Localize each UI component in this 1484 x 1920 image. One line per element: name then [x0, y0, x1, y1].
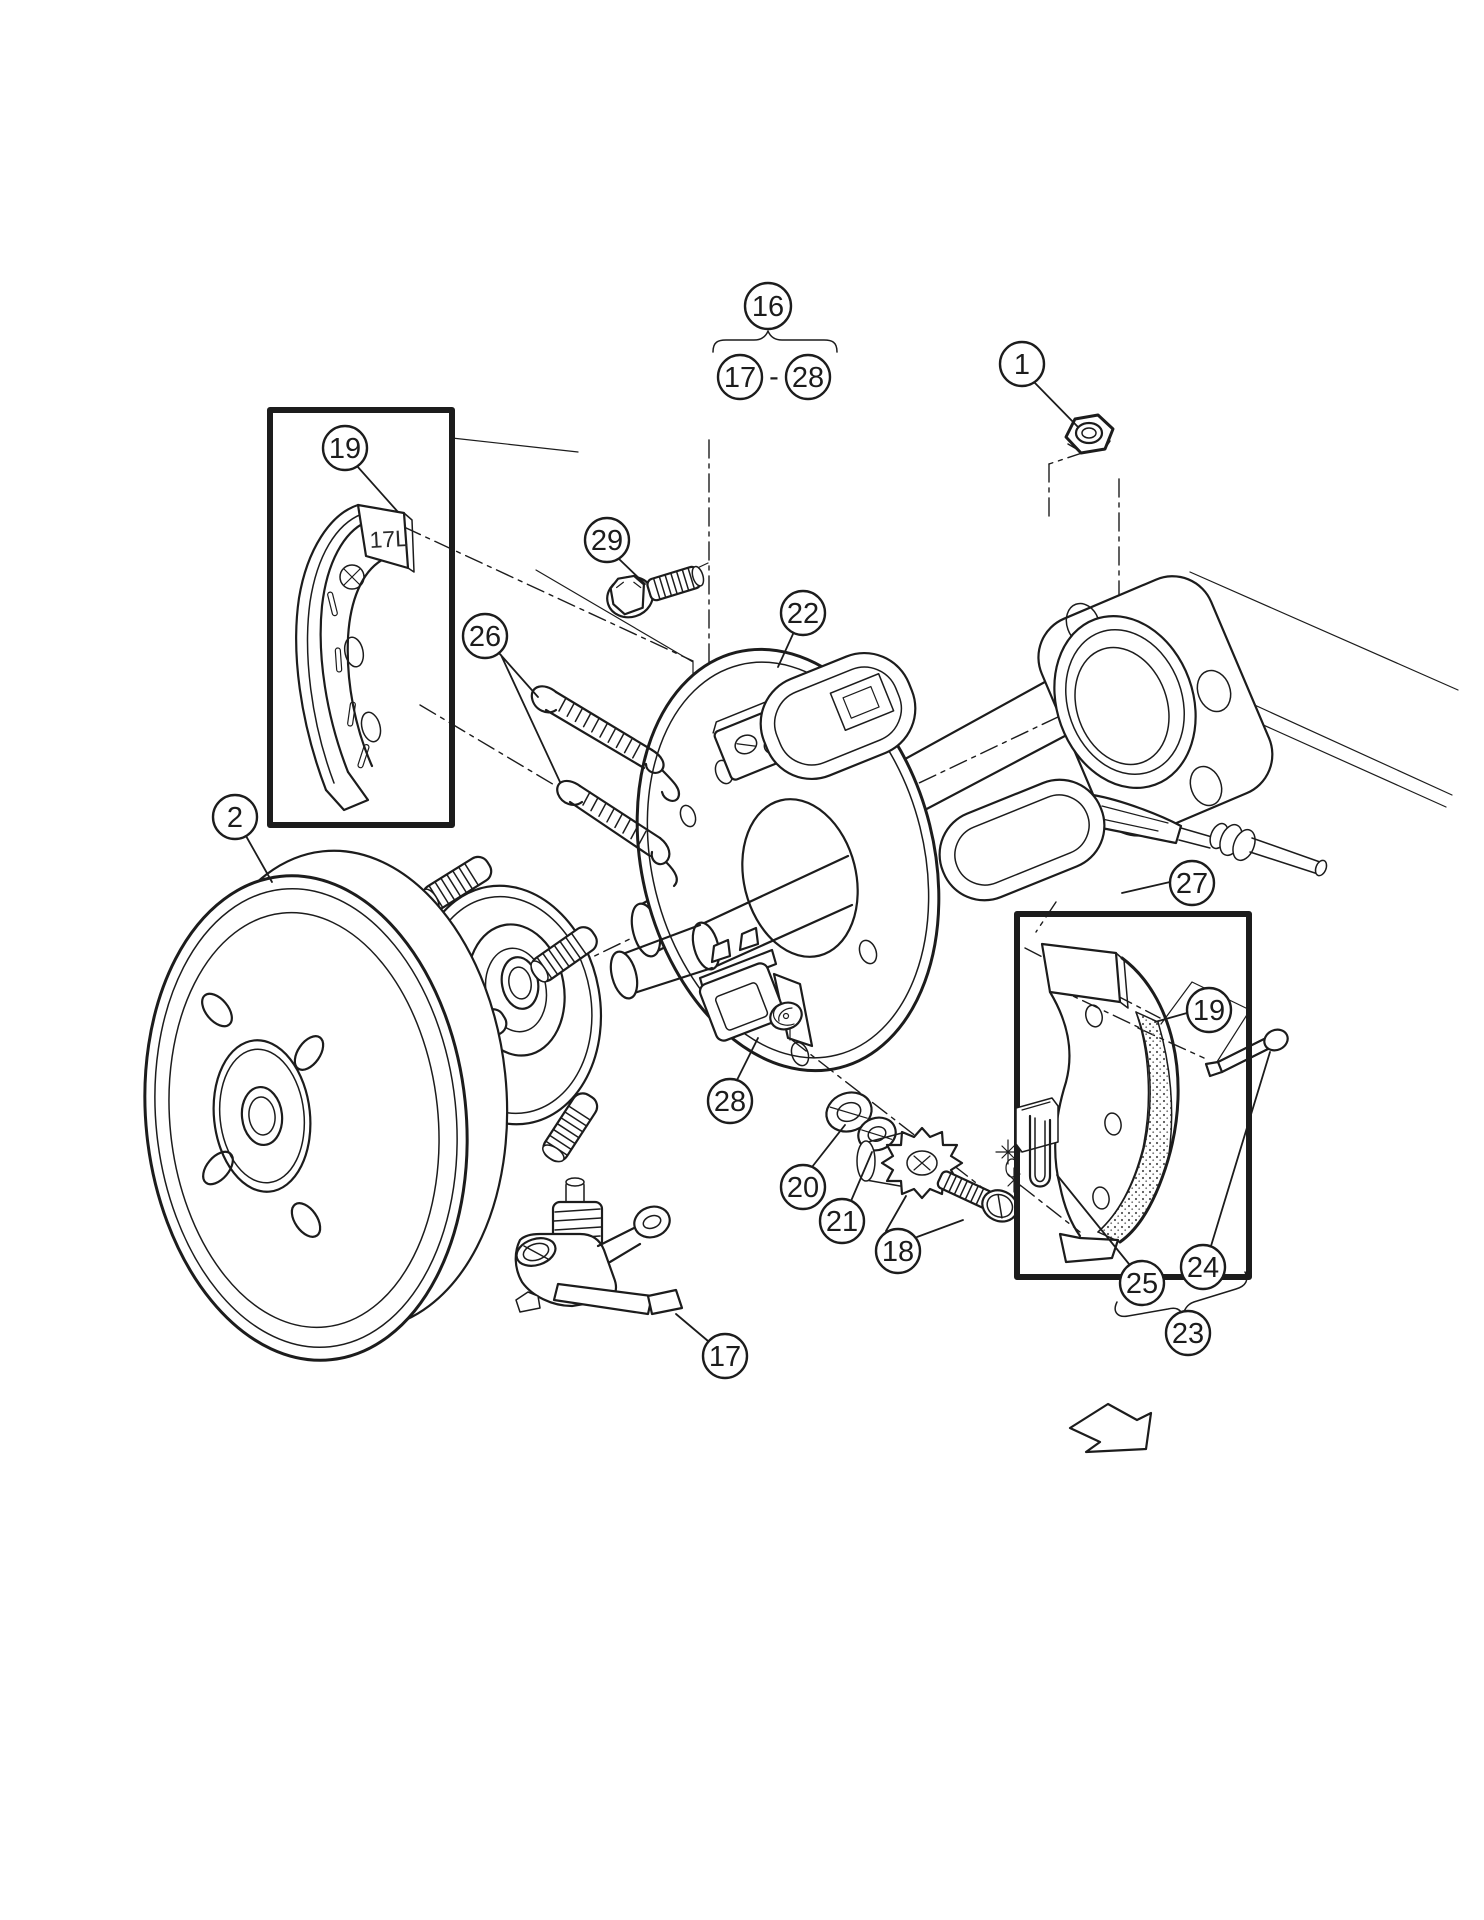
callout-21: 21 — [818, 1197, 866, 1245]
callout-20: 20 — [779, 1163, 827, 1211]
callout-22: 22 — [779, 589, 827, 637]
callout-17-range-label: 17 — [724, 362, 756, 394]
callout-28-range-label: 28 — [792, 362, 824, 394]
callouts: 2 16 17 - 28 1 19 29 26 — [211, 281, 1233, 1380]
callout-26-label: 26 — [469, 621, 501, 653]
adjuster-housing — [698, 926, 814, 1048]
brake-shoe-left: 17L — [295, 503, 415, 812]
brake-lever-assembly — [514, 1177, 684, 1316]
callout-25: 25 — [1118, 1259, 1166, 1307]
callout-18-label: 18 — [882, 1236, 914, 1268]
brake-shoe-right — [1040, 942, 1180, 1264]
callout-27-label: 27 — [1176, 868, 1208, 900]
callout-20-label: 20 — [787, 1172, 819, 1204]
hold-down-clip — [995, 1097, 1059, 1193]
range-separator: - — [769, 361, 779, 393]
callout-24: 24 — [1179, 1243, 1227, 1291]
callout-19-left: 19 — [321, 424, 369, 472]
wheel-stud — [542, 1092, 599, 1163]
leader-lines — [245, 381, 1271, 1342]
callout-17-lever-label: 17 — [709, 1341, 741, 1373]
callout-29-label: 29 — [591, 525, 623, 557]
axle-nut — [1064, 413, 1115, 455]
callout-21-label: 21 — [826, 1206, 858, 1238]
flange-bolt — [606, 565, 705, 619]
callout-19-right-label: 19 — [1193, 995, 1225, 1027]
callout-19-right: 19 — [1185, 986, 1233, 1034]
callout-25-label: 25 — [1126, 1268, 1158, 1300]
callout-27: 27 — [1168, 859, 1216, 907]
callout-17-range: 17 — [716, 353, 764, 401]
callout-18: 18 — [874, 1227, 922, 1275]
callout-16-label: 16 — [752, 291, 784, 323]
wheel-stud — [530, 926, 598, 983]
callout-19-left-label: 19 — [329, 433, 361, 465]
callout-22-label: 22 — [787, 598, 819, 630]
hold-down-pin — [1204, 1028, 1289, 1078]
callout-28-adjuster-label: 28 — [714, 1086, 746, 1118]
callout-1: 1 — [998, 340, 1046, 388]
callout-28-adjuster: 28 — [706, 1077, 754, 1125]
shoe-stamp-17l: 17L — [369, 525, 409, 553]
right-shoe-detail-box — [995, 901, 1289, 1280]
left-shoe-detail-box: 17L — [267, 407, 455, 828]
callout-28-range: 28 — [784, 353, 832, 401]
callout-16: 16 — [743, 281, 793, 331]
callout-2: 2 — [211, 793, 259, 841]
adjuster-parts — [791, 1039, 1019, 1223]
callout-23-label: 23 — [1172, 1318, 1204, 1350]
axle-flange — [1037, 575, 1274, 837]
callout-24-label: 24 — [1187, 1252, 1219, 1284]
cable-bracket-inner — [759, 651, 917, 781]
anchor-bracket-27 — [938, 778, 1106, 902]
brake-drum — [143, 849, 509, 1362]
callout-1-label: 1 — [1014, 349, 1030, 381]
return-springs — [530, 685, 681, 888]
adjuster-screw — [936, 1170, 1019, 1223]
callout-17-lever: 17 — [701, 1332, 749, 1380]
direction-arrow — [1068, 1402, 1153, 1454]
callout-2-label: 2 — [227, 802, 243, 834]
callout-26: 26 — [461, 612, 509, 660]
callout-23: 23 — [1164, 1309, 1212, 1357]
callout-29: 29 — [583, 516, 631, 564]
washer-20 — [825, 1091, 873, 1133]
